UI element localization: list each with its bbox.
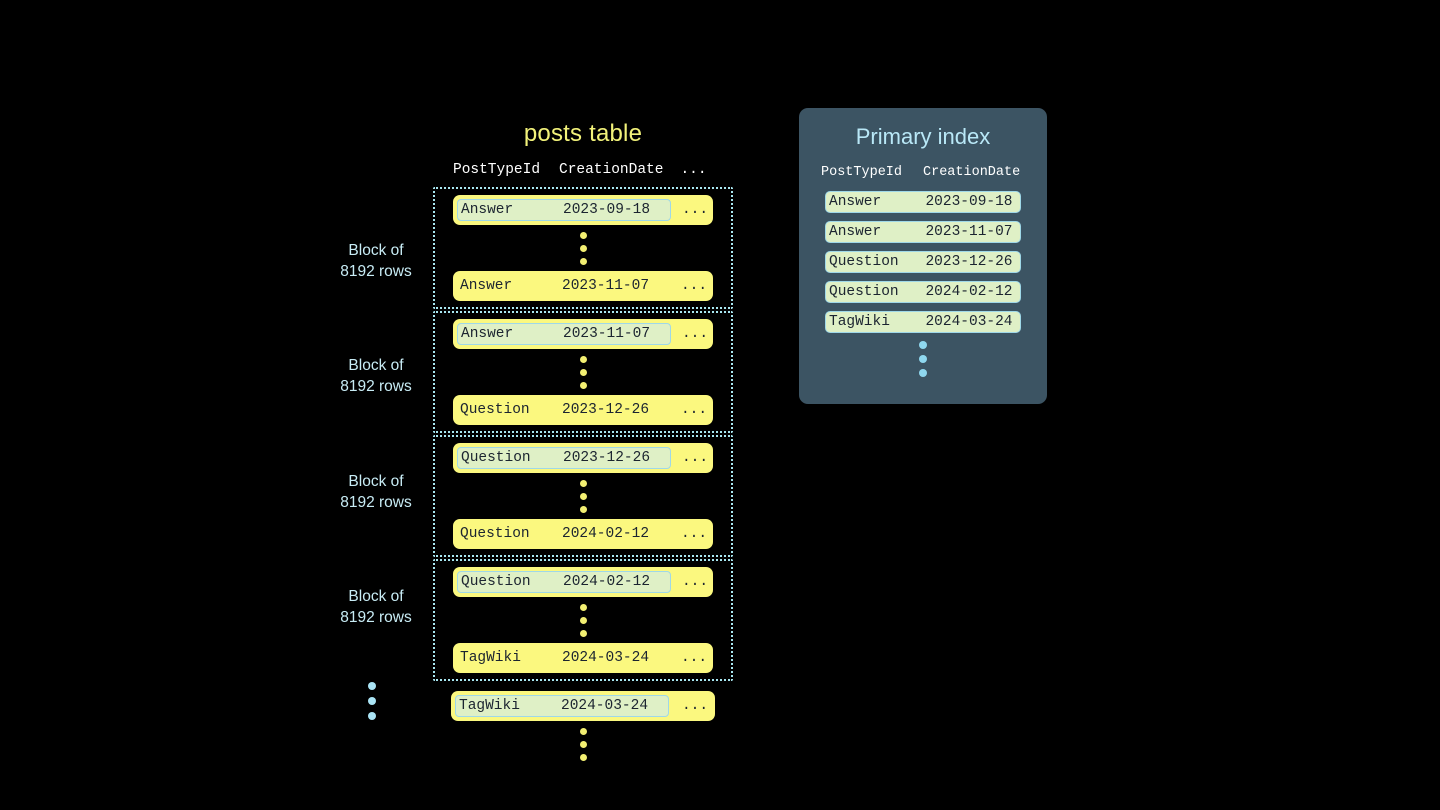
cell-posttypeid: Question xyxy=(460,402,530,418)
block-label: Block of 8192 rows xyxy=(340,242,412,280)
index-row: Question 2023-12-26 xyxy=(825,251,1021,273)
table-row: Answer 2023-11-07 ... xyxy=(453,319,713,349)
trailing-row-wrapper: TagWiki 2024-03-24 ... xyxy=(433,683,733,767)
index-row: Question 2024-02-12 xyxy=(825,281,1021,303)
row-key-cells: Answer 2023-11-07 xyxy=(457,323,671,345)
cell-posttypeid: Answer xyxy=(460,278,513,294)
cell-more: ... xyxy=(681,202,709,218)
primary-index-title: Primary index xyxy=(855,124,991,149)
cell-posttypeid: Question xyxy=(829,284,899,300)
cell-posttypeid: Question xyxy=(461,574,531,590)
cell-creationdate: 2024-02-12 xyxy=(563,574,651,590)
block-label: Block of 8192 rows xyxy=(340,357,412,395)
row-key-cells: TagWiki 2024-03-24 xyxy=(457,648,669,668)
cell-more: ... xyxy=(681,574,709,590)
posts-table-column-headers: PostTypeId CreationDate ... xyxy=(433,162,733,178)
cell-more: ... xyxy=(680,650,708,666)
table-row: Answer 2023-11-07 ... xyxy=(453,271,713,301)
cell-creationdate: 2024-03-24 xyxy=(925,314,1013,330)
table-ellipsis-icon xyxy=(433,721,733,767)
posts-table-title: posts table xyxy=(523,120,643,147)
cell-more: ... xyxy=(681,698,709,714)
cell-creationdate: 2024-02-12 xyxy=(562,526,650,542)
index-row: Answer 2023-11-07 xyxy=(825,221,1021,243)
cell-posttypeid: TagWiki xyxy=(460,650,521,666)
row-ellipsis-icon xyxy=(435,597,731,643)
index-row: Answer 2023-09-18 xyxy=(825,191,1021,213)
cell-creationdate: 2024-02-12 xyxy=(925,284,1013,300)
primary-index-panel: Primary index PostTypeId CreationDate An… xyxy=(799,108,1047,404)
cell-creationdate: 2023-11-07 xyxy=(562,278,650,294)
cell-more: ... xyxy=(681,450,709,466)
posts-table-diagram: posts table PostTypeId CreationDate ... … xyxy=(433,120,733,767)
cell-more: ... xyxy=(681,326,709,342)
cell-creationdate: 2023-12-26 xyxy=(925,254,1013,270)
table-row: Question 2023-12-26 ... xyxy=(453,395,713,425)
row-key-cells: TagWiki 2024-03-24 xyxy=(455,695,669,717)
cell-posttypeid: Answer xyxy=(461,202,514,218)
table-block: Question 2023-12-26 ... Question 2024-02… xyxy=(433,435,733,557)
column-header-posttypeid: PostTypeId xyxy=(821,165,903,180)
column-header-posttypeid: PostTypeId xyxy=(453,162,541,178)
row-ellipsis-icon xyxy=(435,473,731,519)
table-block: Answer 2023-09-18 ... Answer 2023-11-07 … xyxy=(433,187,733,309)
table-row: TagWiki 2024-03-24 ... xyxy=(453,643,713,673)
column-header-more: ... xyxy=(680,162,707,178)
row-ellipsis-icon xyxy=(435,349,731,395)
index-row: TagWiki 2024-03-24 xyxy=(825,311,1021,333)
cell-creationdate: 2023-11-07 xyxy=(925,224,1013,240)
row-key-cells: Question 2023-12-26 xyxy=(457,447,671,469)
cell-posttypeid: Answer xyxy=(829,224,882,240)
index-ellipsis-icon xyxy=(799,341,1047,377)
block-label: Block of 8192 rows xyxy=(340,588,412,626)
table-row: Question 2024-02-12 ... xyxy=(453,519,713,549)
cell-posttypeid: Question xyxy=(460,526,530,542)
cell-creationdate: 2023-12-26 xyxy=(563,450,651,466)
blocks-ellipsis-icon xyxy=(368,682,376,720)
cell-more: ... xyxy=(680,402,708,418)
table-block: Answer 2023-11-07 ... Question 2023-12-2… xyxy=(433,311,733,433)
column-header-creationdate: CreationDate xyxy=(559,162,664,178)
cell-posttypeid: Question xyxy=(829,254,899,270)
row-key-cells: Question 2023-12-26 xyxy=(457,400,669,420)
cell-creationdate: 2023-09-18 xyxy=(563,202,651,218)
table-block: Question 2024-02-12 ... TagWiki 2024-03-… xyxy=(433,559,733,681)
row-key-cells: Answer 2023-09-18 xyxy=(457,199,671,221)
cell-creationdate: 2023-11-07 xyxy=(563,326,651,342)
cell-more: ... xyxy=(680,526,708,542)
cell-creationdate: 2023-12-26 xyxy=(562,402,650,418)
cell-posttypeid: Answer xyxy=(829,194,882,210)
cell-posttypeid: TagWiki xyxy=(459,698,520,714)
row-key-cells: Question 2024-02-12 xyxy=(457,571,671,593)
row-key-cells: Answer 2023-11-07 xyxy=(457,276,669,296)
primary-index-column-headers: PostTypeId CreationDate xyxy=(799,165,1047,180)
cell-posttypeid: TagWiki xyxy=(829,314,890,330)
table-row: TagWiki 2024-03-24 ... xyxy=(451,691,715,721)
cell-creationdate: 2023-09-18 xyxy=(925,194,1013,210)
table-row: Question 2023-12-26 ... xyxy=(453,443,713,473)
table-row: Question 2024-02-12 ... xyxy=(453,567,713,597)
row-key-cells: Question 2024-02-12 xyxy=(457,524,669,544)
cell-creationdate: 2024-03-24 xyxy=(562,650,650,666)
cell-creationdate: 2024-03-24 xyxy=(561,698,649,714)
column-header-creationdate: CreationDate xyxy=(923,165,1021,180)
block-label: Block of 8192 rows xyxy=(340,473,412,511)
cell-more: ... xyxy=(680,278,708,294)
cell-posttypeid: Answer xyxy=(461,326,514,342)
cell-posttypeid: Question xyxy=(461,450,531,466)
table-row: Answer 2023-09-18 ... xyxy=(453,195,713,225)
row-ellipsis-icon xyxy=(435,225,731,271)
